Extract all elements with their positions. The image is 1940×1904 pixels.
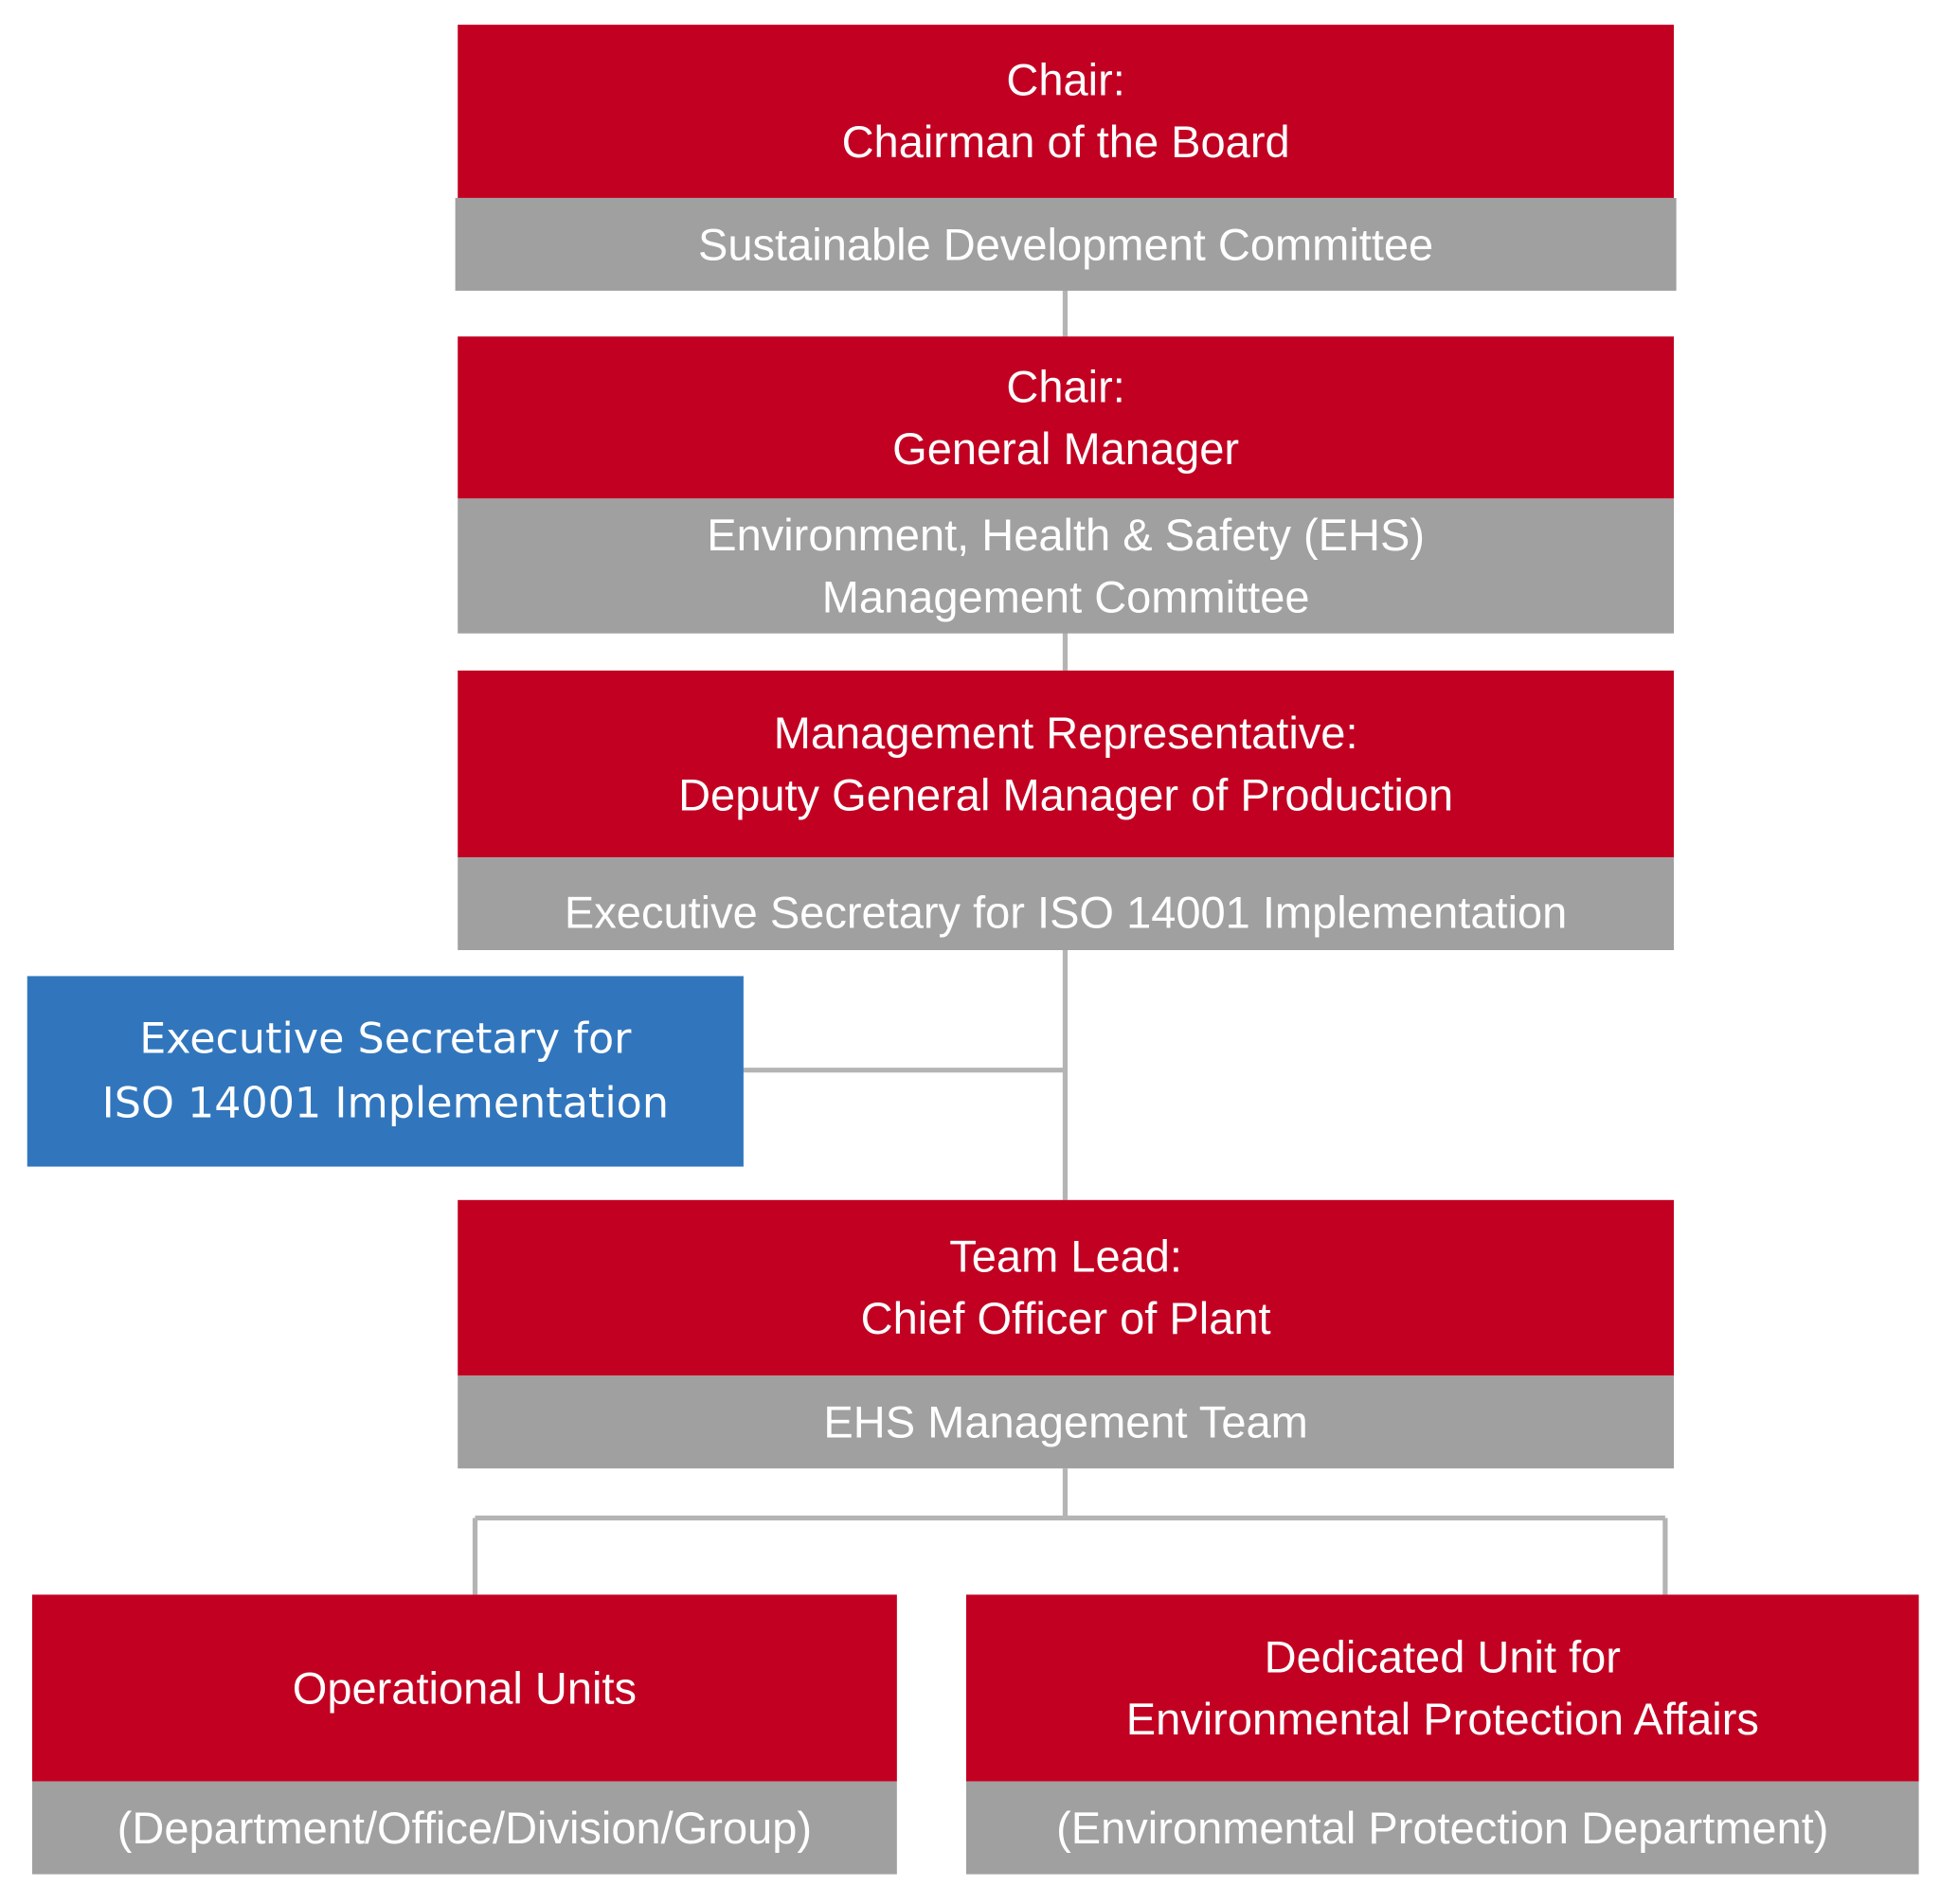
gm-committee-box: Environment, Health & Safety (EHS) Manag… — [458, 498, 1675, 634]
rep-box: Management Representative: Deputy Genera… — [458, 670, 1675, 858]
gm-committee-line2: Management Committee — [821, 570, 1310, 622]
operational-units-label: (Department/Office/Division/Group) — [117, 1802, 813, 1853]
operational-units-box: Operational Units — [31, 1594, 897, 1782]
board-chair-title: Chair: — [1006, 54, 1125, 106]
team-committee-box: EHS Management Team — [458, 1375, 1675, 1469]
dedicated-unit-subbox: (Environmental Protection Department) — [965, 1781, 1919, 1875]
dedicated-unit-label: (Environmental Protection Department) — [1056, 1802, 1829, 1853]
operational-units-title: Operational Units — [292, 1662, 638, 1714]
rep-title: Management Representative: — [773, 707, 1358, 758]
rep-subtitle: Deputy General Manager of Production — [678, 768, 1454, 820]
executive-secretary-line1: Executive Secretary for — [139, 1014, 632, 1065]
team-lead-subtitle: Chief Officer of Plant — [860, 1292, 1271, 1344]
dedicated-unit-title-line1: Dedicated Unit for — [1264, 1630, 1621, 1682]
executive-secretary-box: Executive Secretary for ISO 14001 Implem… — [27, 976, 744, 1167]
board-chair-subtitle: Chairman of the Board — [841, 116, 1290, 168]
rep-committee-box: Executive Secretary for ISO 14001 Implem… — [458, 857, 1675, 951]
board-chair-box: Chair: Chairman of the Board — [458, 25, 1675, 198]
executive-secretary-line2: ISO 14001 Implementation — [101, 1078, 669, 1129]
dedicated-unit-box: Dedicated Unit for Environmental Protect… — [965, 1594, 1919, 1782]
gm-chair-subtitle: General Manager — [892, 422, 1240, 474]
team-lead-title: Team Lead: — [949, 1230, 1182, 1283]
team-lead-box: Team Lead: Chief Officer of Plant — [458, 1199, 1675, 1376]
operational-units-subbox: (Department/Office/Division/Group) — [31, 1781, 897, 1875]
dedicated-unit-title-line2: Environmental Protection Affairs — [1125, 1693, 1759, 1744]
board-committee-label: Sustainable Development Committee — [698, 218, 1434, 270]
gm-chair-box: Chair: General Manager — [458, 336, 1675, 499]
gm-committee-line1: Environment, Health & Safety (EHS) — [707, 509, 1426, 560]
gm-chair-title: Chair: — [1006, 360, 1125, 412]
board-committee-box: Sustainable Development Committee — [455, 197, 1677, 291]
team-committee-label: EHS Management Team — [823, 1395, 1308, 1447]
rep-committee-label: Executive Secretary for ISO 14001 Implem… — [564, 886, 1568, 938]
